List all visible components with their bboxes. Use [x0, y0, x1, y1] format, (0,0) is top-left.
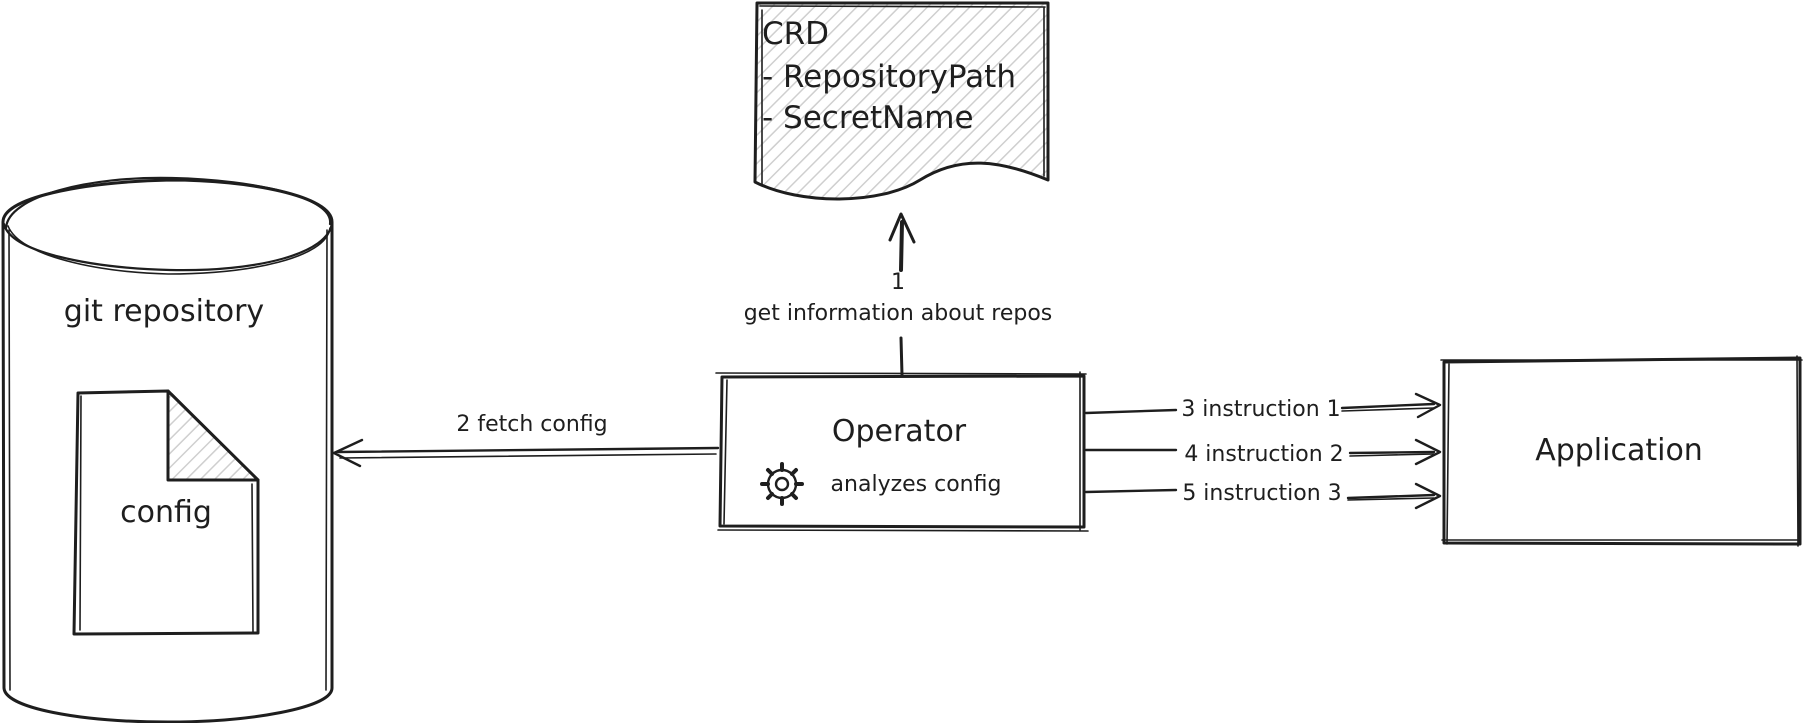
gear-icon — [760, 462, 804, 506]
operator-box[interactable]: Operator analyzes config — [715, 371, 1089, 532]
edge-instruction-1-label: 3 instruction 1 — [1181, 397, 1340, 422]
crd-document[interactable]: CRD - RepositoryPath - SecretName — [753, 1, 1050, 201]
crd-field-secret-name: - SecretName — [762, 100, 974, 136]
git-repository-label: git repository — [64, 294, 264, 329]
edge-get-information[interactable]: 1 get information about repos — [744, 212, 1053, 377]
application-label: Application — [1535, 433, 1703, 468]
crd-field-repository-path: - RepositoryPath — [762, 59, 1016, 95]
edge-fetch-config-label: 2 fetch config — [456, 412, 607, 437]
operator-subtitle: analyzes config — [831, 472, 1002, 497]
git-repository-cylinder[interactable]: git repository — [1, 176, 334, 723]
crd-title: CRD — [762, 16, 829, 52]
application-box[interactable]: Application — [1440, 355, 1803, 547]
config-file-label: config — [120, 495, 212, 530]
edge-instruction-3-label: 5 instruction 3 — [1182, 481, 1341, 506]
edge-instruction-2-label: 4 instruction 2 — [1184, 442, 1343, 467]
edge-get-information-label: get information about repos — [744, 301, 1053, 326]
edge-instruction-3[interactable]: 5 instruction 3 — [1084, 481, 1442, 510]
edge-instruction-1[interactable]: 3 instruction 1 — [1084, 392, 1442, 422]
config-file-icon[interactable]: config — [72, 389, 260, 636]
edge-fetch-config[interactable]: 2 fetch config — [332, 412, 720, 468]
edge-get-information-step: 1 — [891, 270, 905, 295]
operator-title: Operator — [832, 414, 967, 449]
edge-instruction-2[interactable]: 4 instruction 2 — [1084, 438, 1442, 467]
